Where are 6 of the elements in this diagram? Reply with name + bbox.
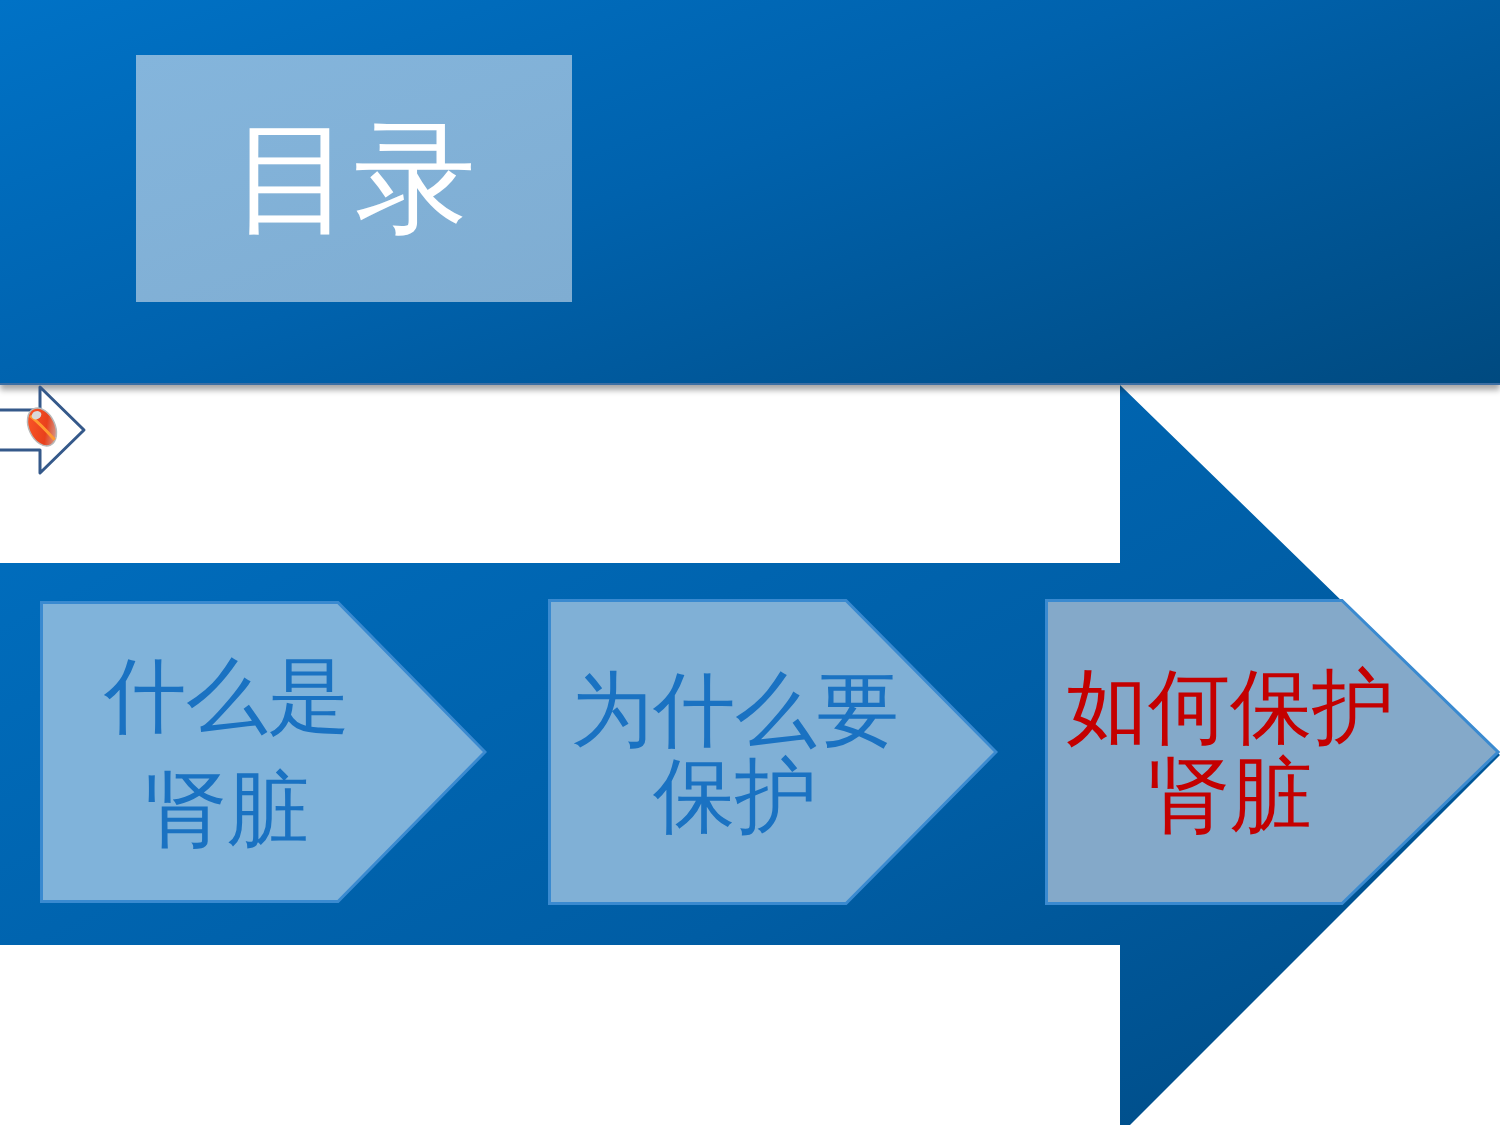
section-heading: 如何保护肾脏 [1065, 663, 1395, 839]
title-panel [136, 55, 572, 302]
heading-text: 目录 [231, 106, 477, 251]
title-band [0, 0, 1500, 385]
section-heading: 为什么要保护 [570, 667, 900, 839]
section-heading: 什么是肾脏 [103, 647, 351, 858]
